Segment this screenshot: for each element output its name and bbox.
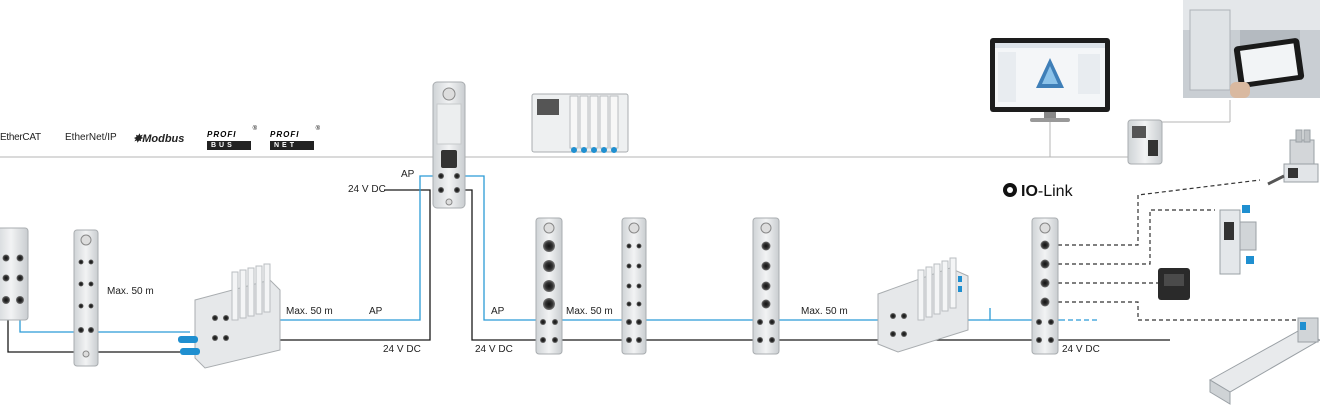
valve-terminal-right — [877, 257, 969, 353]
valve-terminal-left — [178, 263, 281, 369]
io-module-1 — [73, 229, 99, 367]
iolink-prefix: IO — [1021, 183, 1038, 200]
power-label-mid: 24 V DC — [475, 344, 513, 355]
ethernetip-logo: EtherNet/IP — [65, 132, 117, 143]
power-label-main: 24 V DC — [348, 184, 386, 195]
io-module-partial — [0, 227, 29, 321]
profibus-bottom: BUS — [207, 141, 251, 150]
profibus-top: PROFI — [207, 130, 237, 139]
ap-label-mid-left: AP — [369, 306, 383, 317]
max-length-label-right: Max. 50 m — [801, 306, 848, 317]
iolink-logo: IO-Link — [1003, 183, 1073, 201]
factory-photo — [1183, 0, 1320, 98]
gripper — [1267, 129, 1319, 186]
max-length-label-mid: Max. 50 m — [566, 306, 613, 317]
fieldbus-line — [0, 100, 1231, 158]
profinet-bottom: NET — [270, 141, 314, 150]
bus-node — [432, 81, 466, 209]
power-label-mid-left: 24 V DC — [383, 344, 421, 355]
io-module-4 — [752, 217, 780, 355]
profibus-logo: PROFI BUS ® — [207, 126, 257, 152]
modbus-icon: ✸ — [133, 133, 143, 145]
edge-controller — [1127, 119, 1163, 165]
vacuum-generator — [1219, 205, 1257, 275]
pressure-sensor — [1158, 268, 1190, 300]
max-length-label-mid-left: Max. 50 m — [286, 306, 333, 317]
ap-label-main: AP — [401, 169, 415, 180]
monitor — [990, 38, 1110, 122]
iolink-master — [1031, 217, 1059, 355]
electric-axis — [1209, 317, 1320, 405]
controller — [531, 93, 629, 153]
ethercat-logo: EtherCAT — [0, 132, 41, 143]
ap-label-mid: AP — [491, 306, 505, 317]
modbus-logo: ✸Modbus — [133, 132, 184, 145]
io-module-2 — [535, 217, 563, 355]
profinet-top: PROFI — [270, 130, 300, 139]
modbus-text: Modbus — [142, 133, 185, 145]
registered-mark: ® — [315, 126, 320, 132]
iolink-lines — [1058, 179, 1311, 330]
profinet-logo: PROFI NET ® — [270, 126, 320, 152]
io-module-3 — [621, 217, 647, 355]
power-lines — [7, 189, 1170, 353]
iolink-suffix: -Link — [1037, 183, 1073, 200]
registered-mark: ® — [252, 126, 257, 132]
power-label-right: 24 V DC — [1062, 344, 1100, 355]
iolink-icon — [1003, 183, 1017, 197]
max-length-label-left: Max. 50 m — [107, 286, 154, 297]
